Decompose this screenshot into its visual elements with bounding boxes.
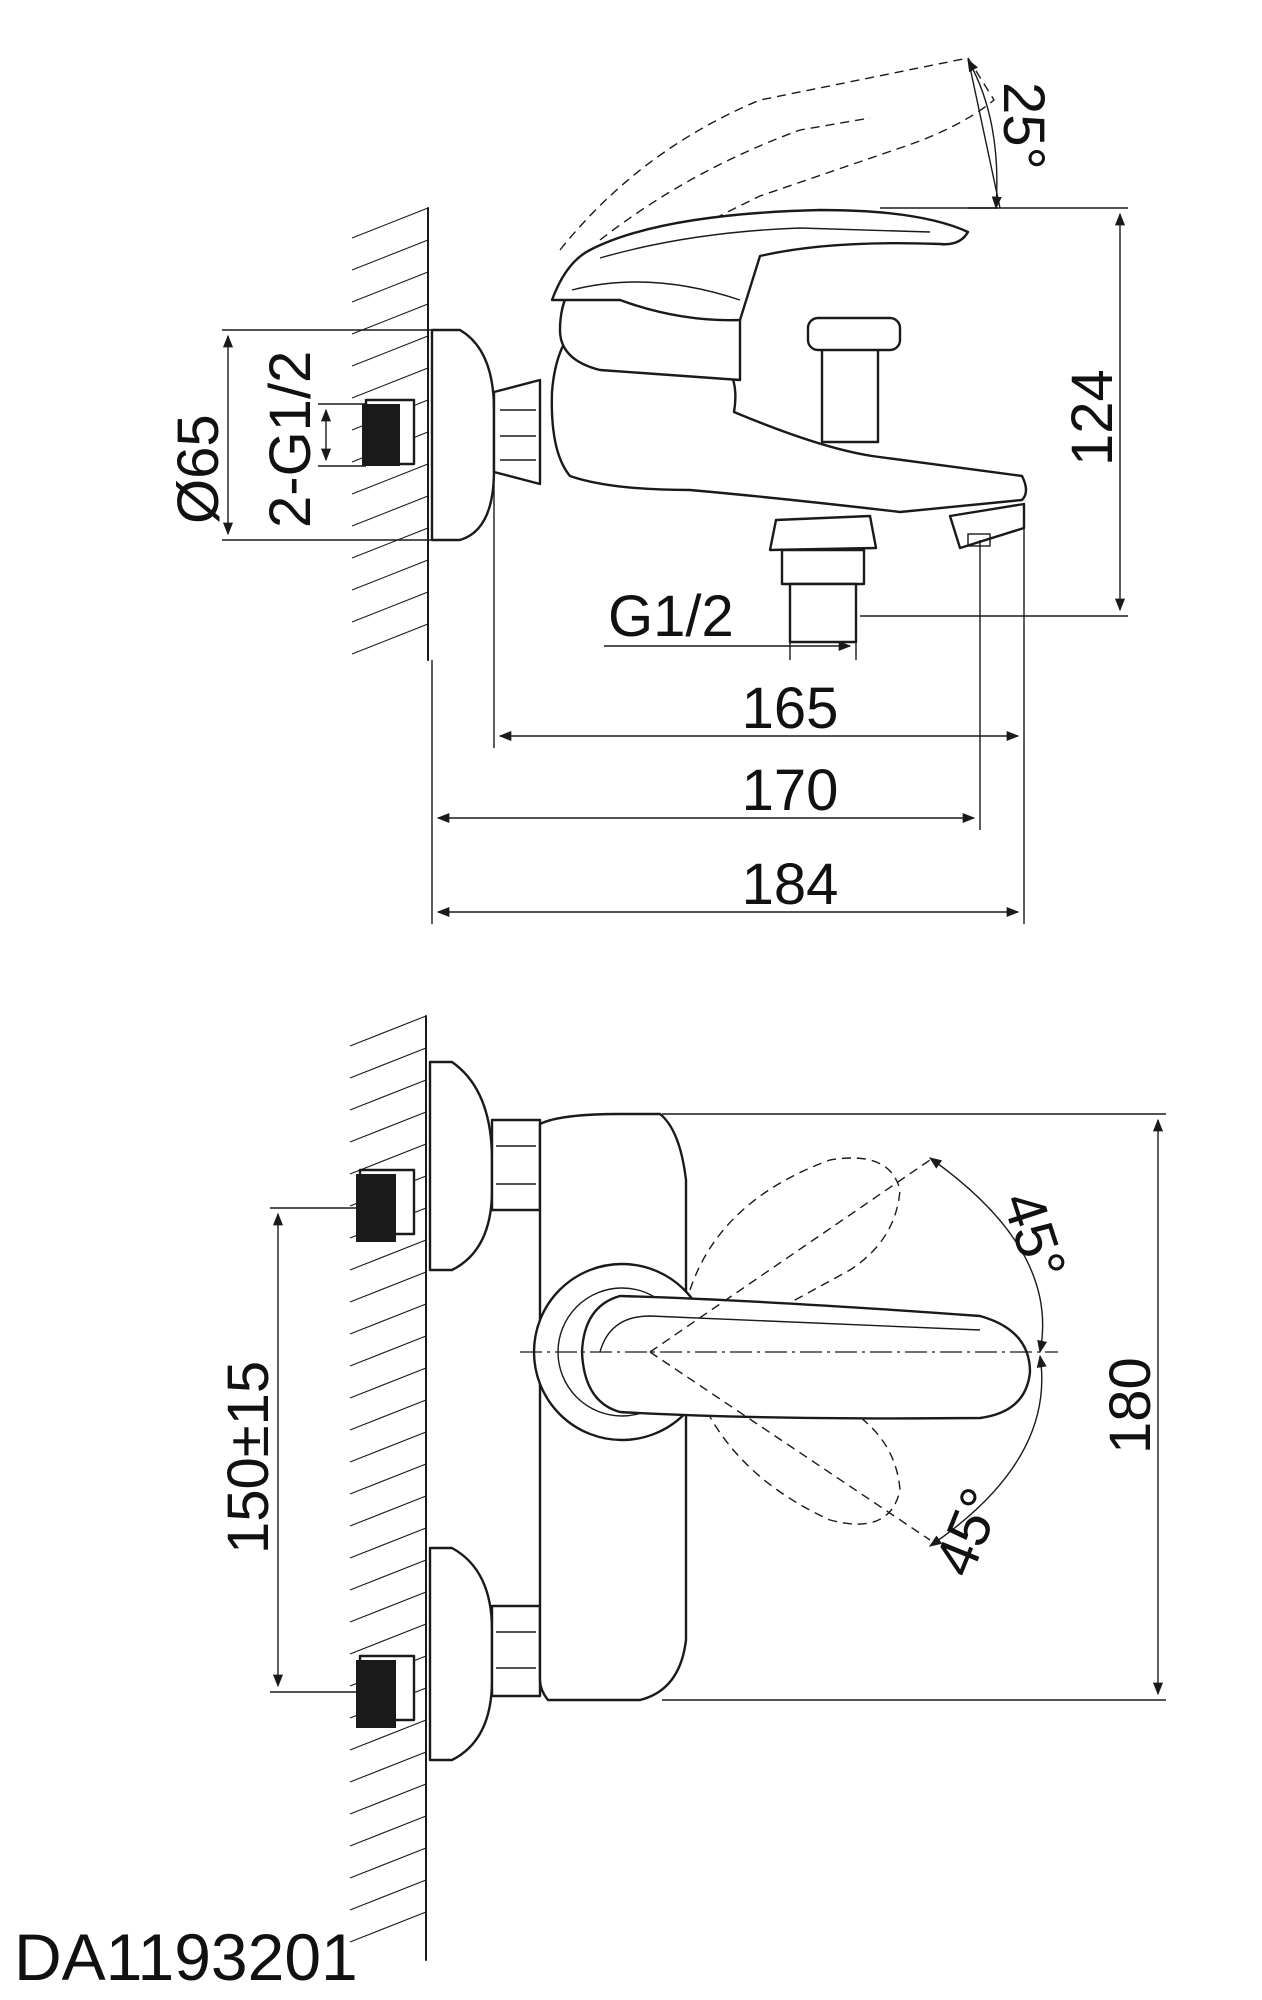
angle-45-upper-label: 45° [990, 1184, 1079, 1288]
outlet-thread-label: G1/2 [608, 584, 734, 649]
inlet-thread-label: 2-G1/2 [258, 351, 323, 528]
top-lower-flange [428, 1546, 494, 1762]
length-165-label: 165 [742, 676, 839, 741]
side-lever-handle [550, 208, 970, 322]
angle-45-lower-label: 45° [922, 1479, 1015, 1585]
width-180-label: 180 [1098, 1357, 1163, 1454]
side-wall-flange [430, 328, 496, 542]
side-inlet-thread-icon [362, 404, 400, 466]
dim-width-180: 180 [662, 1113, 1166, 1701]
angle-25-label: 25° [991, 82, 1056, 170]
top-view: 45° 45° 180 150±15 [216, 1015, 1166, 1961]
top-upper-flange [428, 1060, 494, 1272]
dim-length-184: 184 [431, 748, 1025, 924]
top-lever-left-position [689, 1157, 901, 1331]
top-lever-right-position [689, 1359, 901, 1525]
top-lower-thread-icon [356, 1660, 396, 1728]
dim-angle-45-lower-arc [928, 1354, 1047, 1547]
side-wall-hatch [351, 207, 429, 661]
dim-length-165: 165 [493, 484, 1025, 748]
height-124-label: 124 [1060, 369, 1125, 466]
top-upper-thread-icon [356, 1174, 396, 1242]
top-lower-nut [490, 1604, 542, 1698]
side-eccentric-nut [492, 378, 542, 486]
side-outlet-nut [780, 548, 866, 586]
model-code: DA1193201 [14, 1920, 358, 1994]
flange-diameter-label: Ø65 [166, 414, 231, 524]
dim-angle-45-upper-arc [928, 1157, 1048, 1354]
length-170-label: 170 [742, 758, 839, 823]
dim-height-124: 124 [860, 207, 1128, 617]
side-spout-aerator [948, 502, 1026, 550]
side-outlet-collar [768, 514, 878, 552]
side-view: 25° 124 Ø65 2-G1/2 G1/2 [166, 57, 1128, 924]
dim-outlet-thread: G1/2 [604, 584, 857, 660]
side-outlet-thread [788, 582, 858, 644]
dim-inlet-thread: 2-G1/2 [258, 351, 366, 528]
dim-centers-150: 150±15 [216, 1207, 360, 1693]
top-lever-handle [580, 1294, 1032, 1420]
dim-angle-25: 25° [880, 57, 1056, 210]
dim-length-170: 170 [431, 540, 981, 830]
centers-150-label: 150±15 [216, 1361, 281, 1554]
side-diverter-knob [806, 316, 902, 352]
dim-flange-diameter: Ø65 [166, 329, 450, 541]
top-wall-hatch [349, 1015, 427, 1961]
length-184-label: 184 [742, 852, 839, 917]
top-upper-nut [490, 1118, 542, 1212]
